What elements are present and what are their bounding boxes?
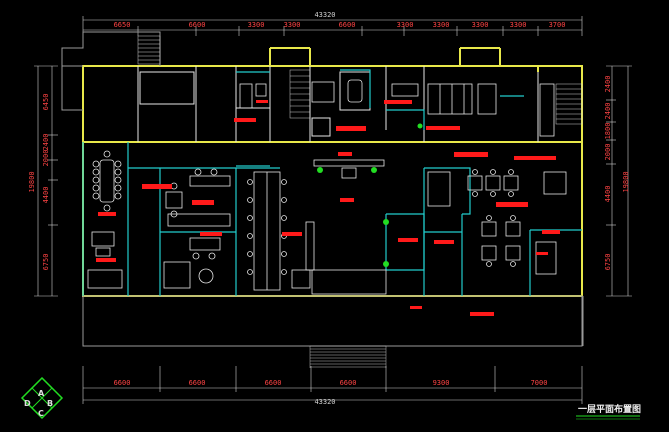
left-dimension-chain xyxy=(34,65,58,297)
top-dim-7: 3300 xyxy=(433,21,450,29)
top-dimension-chain xyxy=(82,16,583,36)
furniture-left-meeting xyxy=(87,150,123,289)
top-dim-10: 3700 xyxy=(549,21,566,29)
bottom-total-dimension: 43320 xyxy=(314,398,335,406)
top-dim-5: 6600 xyxy=(339,21,356,29)
right-dim-6: 6750 xyxy=(604,254,612,271)
left-total-dimension: 19800 xyxy=(28,171,36,192)
abcd-logo: A B C D xyxy=(20,376,64,420)
right-dim-4: 2000 xyxy=(604,144,612,161)
furniture-upper-rooms xyxy=(239,79,555,137)
right-total-dimension: 19800 xyxy=(622,171,630,192)
plants xyxy=(317,123,423,267)
logo-letter-a: A xyxy=(38,389,45,398)
furniture-dining-tables xyxy=(427,169,567,275)
right-dim-5: 4400 xyxy=(604,186,612,203)
left-dim-3: 2000 xyxy=(42,150,50,167)
top-dim-2: 6600 xyxy=(189,21,206,29)
left-dim-4: 4400 xyxy=(42,187,50,204)
top-dim-9: 3300 xyxy=(510,21,527,29)
bottom-dimension-chain xyxy=(82,366,583,404)
top-dim-6: 3300 xyxy=(397,21,414,29)
entrance-steps xyxy=(309,345,387,368)
top-dimension-labels: 6650 6600 3300 3300 6600 3300 3300 3300 … xyxy=(114,21,566,29)
bottom-dim-4: 6600 xyxy=(340,379,357,387)
furniture-office-desks xyxy=(163,168,231,289)
top-total-dimension: 43320 xyxy=(314,11,335,19)
left-dim-1: 6450 xyxy=(42,94,50,111)
furniture-workstations xyxy=(247,171,311,291)
logo-letter-b: B xyxy=(47,399,53,408)
bottom-dim-5: 9300 xyxy=(433,379,450,387)
bottom-dim-3: 6600 xyxy=(265,379,282,387)
glass-partitions xyxy=(82,69,582,296)
logo-letter-d: D xyxy=(24,399,31,408)
top-dim-8: 3300 xyxy=(472,21,489,29)
right-dim-1: 2400 xyxy=(604,76,612,93)
top-dim-4: 3300 xyxy=(284,21,301,29)
drawing-title-block: 一层平面布置图 xyxy=(576,403,641,420)
logo-letter-c: C xyxy=(38,409,44,418)
right-dim-2: 2400 xyxy=(604,103,612,120)
stair-top-left xyxy=(137,35,161,65)
left-dim-5: 6750 xyxy=(42,254,50,271)
stair-center xyxy=(289,69,311,119)
stair-right xyxy=(555,83,583,125)
exterior-walls xyxy=(82,47,583,297)
bottom-dim-1: 6600 xyxy=(114,379,131,387)
furniture-reception xyxy=(305,159,387,295)
top-dim-3: 3300 xyxy=(248,21,265,29)
bottom-dim-2: 6600 xyxy=(189,379,206,387)
room-labels xyxy=(96,100,560,316)
bottom-dim-6: 7000 xyxy=(531,379,548,387)
bottom-dimension-labels: 6600 6600 6600 6600 9300 7000 xyxy=(114,379,548,387)
left-dim-2: 2400 xyxy=(42,134,50,151)
right-dim-3: 1800 xyxy=(604,123,612,140)
right-dimension-chain xyxy=(606,65,632,297)
top-dim-1: 6650 xyxy=(114,21,131,29)
drawing-title: 一层平面布置图 xyxy=(578,403,641,415)
